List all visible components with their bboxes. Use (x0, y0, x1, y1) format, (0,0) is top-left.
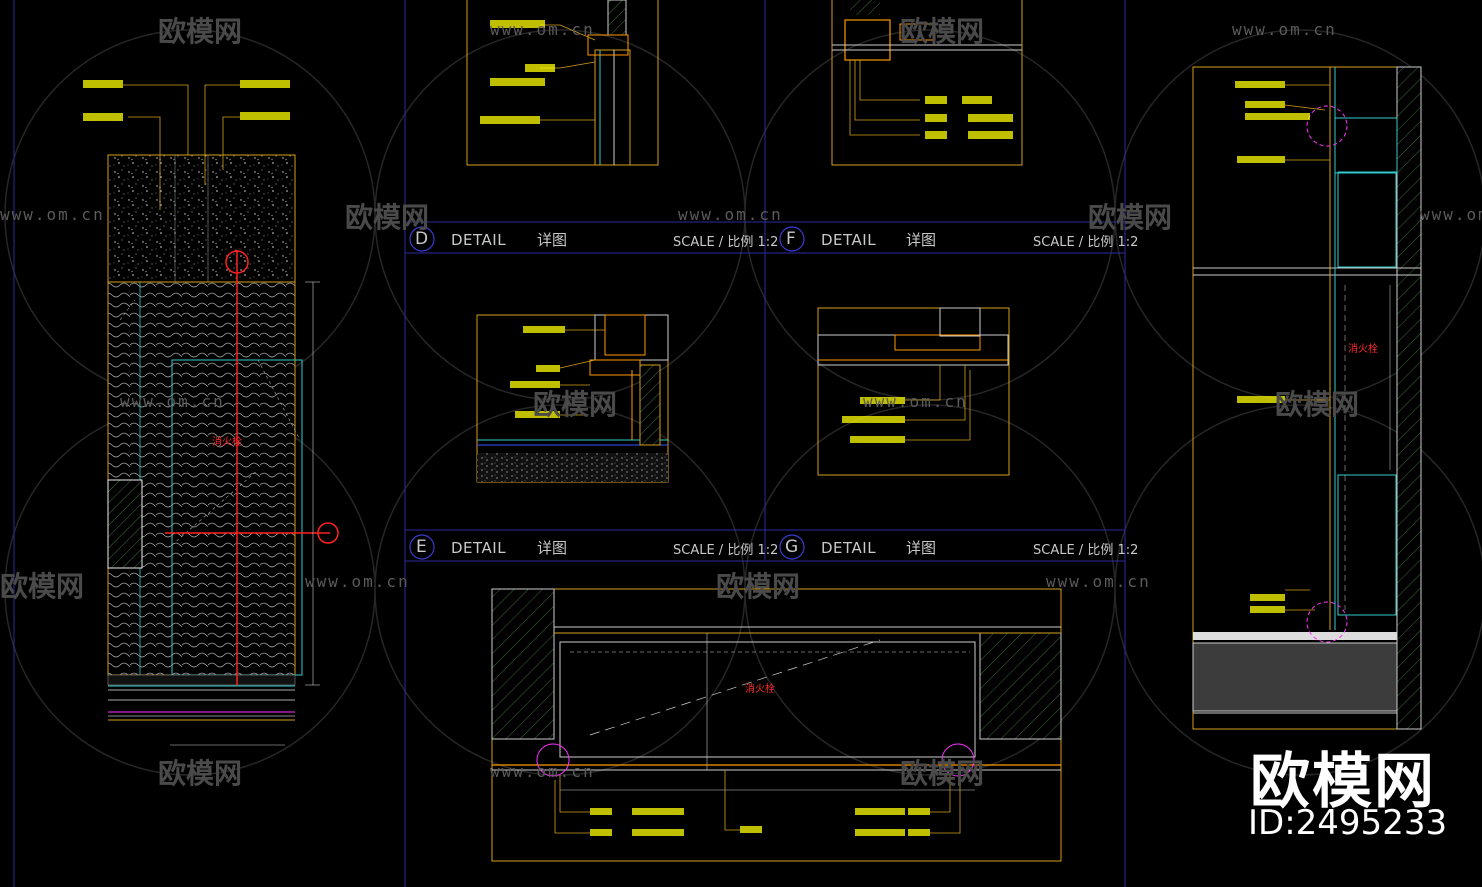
detail-top-left (466, 0, 659, 166)
panel-word: DETAIL (451, 231, 507, 249)
detail-f (817, 307, 1010, 476)
panel-f-circle-icon (779, 226, 805, 252)
detail-g (491, 588, 1062, 862)
watermark-url: www.om.cn (678, 205, 783, 224)
watermark-logo: 欧模网 (716, 570, 801, 603)
panel-cn: 详图 (906, 231, 937, 249)
panel-scale: SCALE / 比例 1:2 (1033, 235, 1139, 250)
watermark-url: www.om.cn (1420, 205, 1482, 224)
watermark-url: www.om.cn (490, 20, 595, 39)
panel-cn: 详图 (537, 231, 568, 249)
right-section (1192, 66, 1422, 730)
panel-scale: SCALE / 比例 1:2 (1033, 543, 1139, 558)
brand-id: ID:2495233 (1248, 803, 1448, 843)
panel-word: DETAIL (821, 539, 877, 557)
detail-d (476, 314, 669, 483)
panel-e-circle-icon (409, 534, 435, 560)
watermark-logo: 欧模网 (1275, 388, 1360, 421)
panel-letter: G (785, 537, 799, 557)
watermark-url: www.om.cn (863, 392, 968, 411)
panel-cn: 详图 (537, 539, 568, 557)
panel-word: DETAIL (821, 231, 877, 249)
watermark-logo: 欧模网 (0, 570, 85, 603)
panel-scale: SCALE / 比例 1:2 (673, 235, 779, 250)
fire-hydrant-label-elevation: 消火栓 (212, 437, 242, 448)
left-elevation (83, 80, 339, 746)
brand-logo-text: 欧模网 (1250, 747, 1436, 817)
watermark-url: www.om.cn (1232, 20, 1337, 39)
panel-d-circle-icon (409, 226, 435, 252)
watermark-logo: 欧模网 (158, 757, 243, 790)
watermark-logo: 欧模网 (158, 15, 243, 48)
panel-g-circle-icon (779, 534, 805, 560)
watermark-url: www.om.cn (120, 392, 225, 411)
panel-scale: SCALE / 比例 1:2 (673, 543, 779, 558)
fire-hydrant-label-plan: 消火栓 (745, 684, 775, 695)
panel-letter: E (416, 537, 427, 557)
watermark-logo: 欧模网 (1088, 201, 1173, 234)
panel-word: DETAIL (451, 539, 507, 557)
watermark-url: www.om.cn (490, 762, 595, 781)
watermark-logo: 欧模网 (900, 15, 985, 48)
watermark-logo: 欧模网 (900, 757, 985, 790)
watermark-logo: 欧模网 (345, 201, 430, 234)
sheet-grid-lines (13, 0, 1126, 887)
watermark-url: www.om.cn (305, 572, 410, 591)
panel-cn: 详图 (906, 539, 937, 557)
detail-top-right (831, 0, 1023, 166)
watermark-url: www.om.cn (1046, 572, 1151, 591)
watermark-url: www.om.cn (0, 205, 105, 224)
watermark-logo: 欧模网 (533, 388, 618, 421)
panel-letter: D (415, 229, 429, 249)
fire-hydrant-label-section: 消火栓 (1348, 344, 1378, 355)
panel-letter: F (786, 229, 796, 249)
